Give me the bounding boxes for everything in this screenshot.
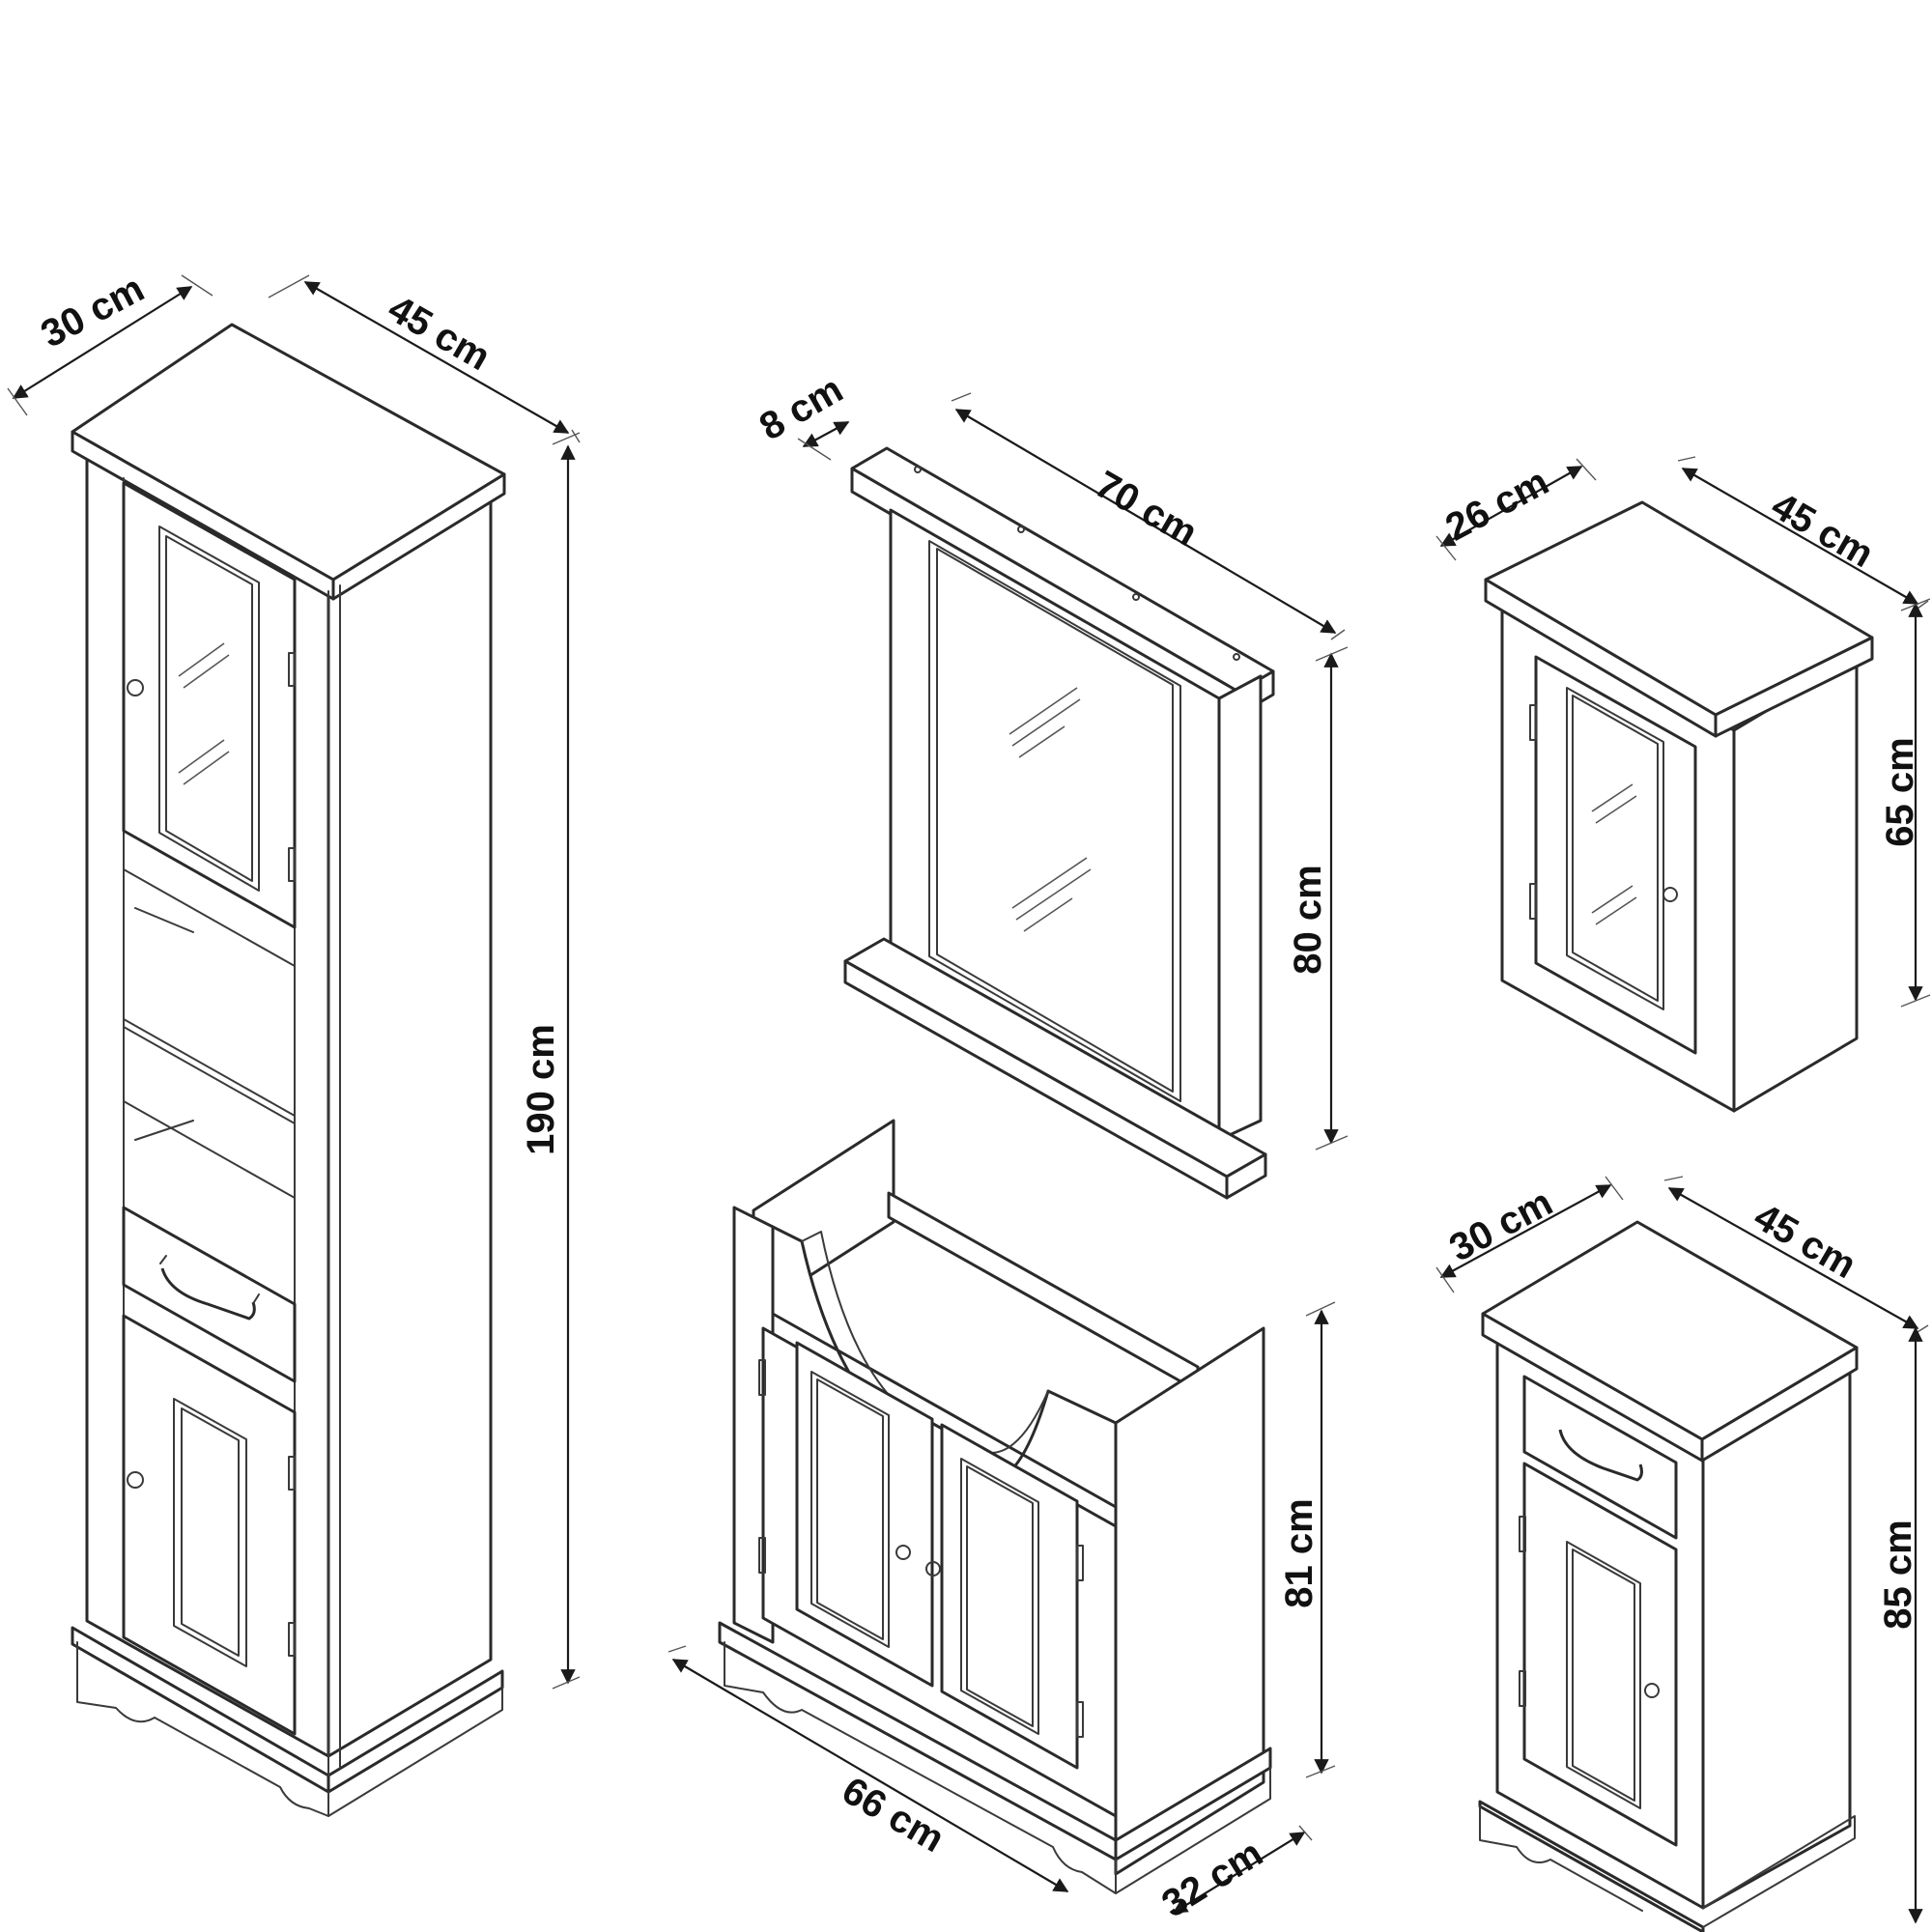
- small-cabinet-depth-label: 30 cm: [1442, 1180, 1559, 1269]
- mirror-depth-label: 8 cm: [753, 368, 850, 449]
- tall-cabinet-height-label: 190 cm: [520, 1024, 562, 1155]
- tall-cabinet: [71, 323, 506, 1817]
- small-cabinet: [1478, 1220, 1859, 1932]
- wall-cabinet-depth-label: 26 cm: [1438, 460, 1555, 549]
- dimension-lines: [7, 274, 1931, 1924]
- tall-cabinet-width-label: 45 cm: [381, 287, 497, 379]
- small-cabinet-width-label: 45 cm: [1747, 1195, 1862, 1287]
- wall-cabinet: [1484, 500, 1874, 1113]
- mirror: [843, 446, 1275, 1200]
- small-cabinet-height-label: 85 cm: [1877, 1520, 1919, 1629]
- wall-cabinet-height-label: 65 cm: [1879, 737, 1921, 846]
- mirror-width-label: 70 cm: [1088, 463, 1204, 554]
- sink-cabinet-height-label: 81 cm: [1278, 1498, 1321, 1607]
- wall-cabinet-width-label: 45 cm: [1764, 484, 1880, 576]
- mirror-height-label: 80 cm: [1287, 865, 1329, 974]
- sink-cabinet: [718, 1119, 1272, 1894]
- tall-cabinet-depth-label: 30 cm: [34, 267, 151, 355]
- sink-cabinet-depth-label: 32 cm: [1154, 1832, 1270, 1925]
